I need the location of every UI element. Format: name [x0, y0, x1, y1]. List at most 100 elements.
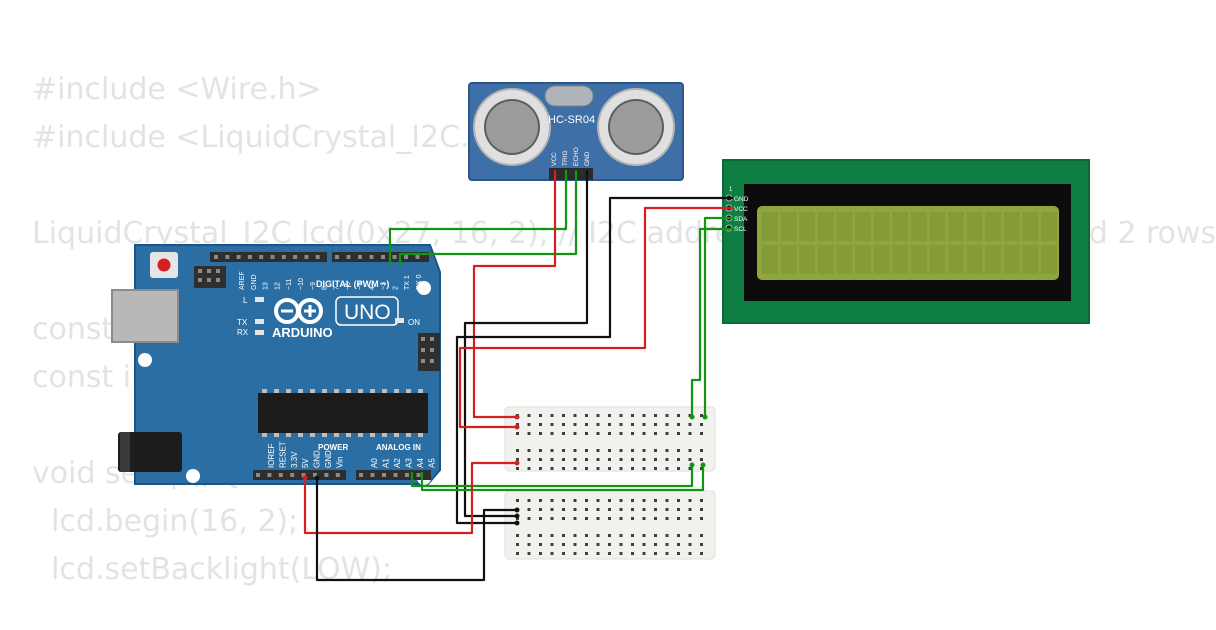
lcd-char-cell: [1041, 245, 1057, 274]
breadboard-hole: [631, 499, 634, 502]
breadboard-hole: [585, 449, 588, 452]
icsp-pin: [216, 269, 220, 273]
breadboard-hole: [654, 499, 657, 502]
sensor-pin-label: TRIG: [562, 150, 569, 166]
breadboard-hole: [573, 508, 577, 511]
breadboard-hole: [677, 467, 680, 470]
wire-black-lcd-gnd: [455, 196, 733, 525]
lcd-char-cell: [892, 212, 909, 241]
pin-label: TX 1: [404, 275, 411, 290]
breadboard-hole: [550, 499, 554, 502]
breadboard-hole: [562, 543, 565, 546]
breadboard-hole: [688, 458, 692, 461]
chip-leg: [394, 389, 399, 393]
breadboard-hole: [677, 449, 680, 452]
breadboard-hole: [700, 414, 703, 417]
lcd-char-cell: [910, 212, 927, 241]
breadboard-hole: [596, 543, 600, 546]
wires: [302, 170, 733, 582]
breadboard-hole: [677, 508, 680, 511]
header-pin: [335, 255, 339, 259]
wire-red-sensor-vcc: [472, 170, 557, 419]
code-line: lcd.begin(16, 2);: [32, 504, 299, 539]
pin-label: GND: [251, 274, 258, 290]
breadboard-hole: [677, 552, 680, 555]
wire-red-5v: [303, 461, 517, 535]
breadboard-hole: [516, 534, 519, 537]
breadboard-hole: [631, 432, 634, 435]
breadboard-hole: [619, 414, 623, 417]
header-pin: [315, 255, 320, 259]
breadboard-hole: [688, 517, 692, 520]
pin-label: AREF: [239, 271, 246, 290]
top-header-left: [210, 252, 327, 262]
transducer-right: [597, 88, 675, 166]
breadboard-hole: [585, 458, 588, 461]
lcd-char-cell: [855, 245, 871, 274]
breadboard-hole: [585, 467, 588, 470]
power-header: [253, 470, 346, 480]
breadboard-hole: [527, 517, 531, 520]
breadboard-hole: [539, 534, 542, 537]
chip-leg: [322, 433, 327, 437]
header-pin: [256, 473, 260, 477]
breadboard-hole: [562, 499, 565, 502]
breadboard-hole: [677, 534, 680, 537]
breadboard-hole: [619, 432, 623, 435]
wire-green-a4: [420, 465, 705, 492]
breadboard-hole: [654, 449, 657, 452]
code-line: #include <LiquidCrystal_I2C.h>: [32, 120, 514, 155]
icsp-pin: [198, 269, 202, 273]
usb-port: [111, 289, 179, 343]
breadboard-hole: [516, 543, 519, 546]
breadboard-hole: [642, 517, 646, 520]
breadboard-top: [504, 406, 716, 472]
breadboard-hole: [700, 543, 703, 546]
header-pin: [281, 255, 286, 259]
breadboard-hole: [700, 467, 703, 470]
breadboard-hole: [688, 449, 692, 452]
breadboard-hole: [619, 552, 623, 555]
breadboard-hole: [608, 543, 611, 546]
lcd-char-cell: [855, 212, 871, 241]
lcd-char-cell: [892, 245, 909, 274]
breadboard-hole: [700, 423, 703, 426]
breadboard-hole: [665, 432, 669, 435]
header-pin: [405, 473, 409, 477]
chip-leg: [298, 433, 303, 437]
lcd-pin-label: SCL: [734, 226, 747, 233]
chip-leg: [394, 433, 399, 437]
breadboard-hole: [619, 499, 623, 502]
led-l-label: L: [243, 296, 248, 305]
breadboard-hole: [550, 458, 554, 461]
breadboard-hole: [654, 423, 657, 426]
header-pin: [259, 255, 264, 259]
breadboard-hole: [619, 458, 623, 461]
breadboard-hole: [562, 432, 565, 435]
breadboard-hole: [550, 552, 554, 555]
breadboard-hole: [516, 458, 519, 461]
power-header-label: POWER: [318, 443, 348, 452]
chip-leg: [298, 389, 303, 393]
breadboard-hole: [562, 423, 565, 426]
uno-label: UNO: [344, 301, 391, 324]
breadboard-hole: [631, 552, 634, 555]
breadboard-hole: [527, 508, 531, 511]
chip-leg: [382, 389, 387, 393]
microcontroller-chip: [258, 393, 428, 433]
breadboard-hole: [527, 449, 531, 452]
led-rx-label: RX: [237, 328, 249, 337]
chip-leg: [322, 389, 327, 393]
breadboard-hole: [527, 534, 531, 537]
lcd-char-cell: [836, 245, 853, 274]
led-on-label: ON: [408, 318, 420, 327]
breadboard-hole: [562, 517, 565, 520]
icsp-pin: [430, 337, 434, 341]
breadboard-hole: [665, 414, 669, 417]
breadboard-hole: [631, 467, 634, 470]
breadboard-hole: [677, 423, 680, 426]
breadboard-hole: [550, 508, 554, 511]
breadboard-hole: [619, 543, 623, 546]
breadboard-hole: [573, 534, 577, 537]
breadboard-hole: [596, 432, 600, 435]
